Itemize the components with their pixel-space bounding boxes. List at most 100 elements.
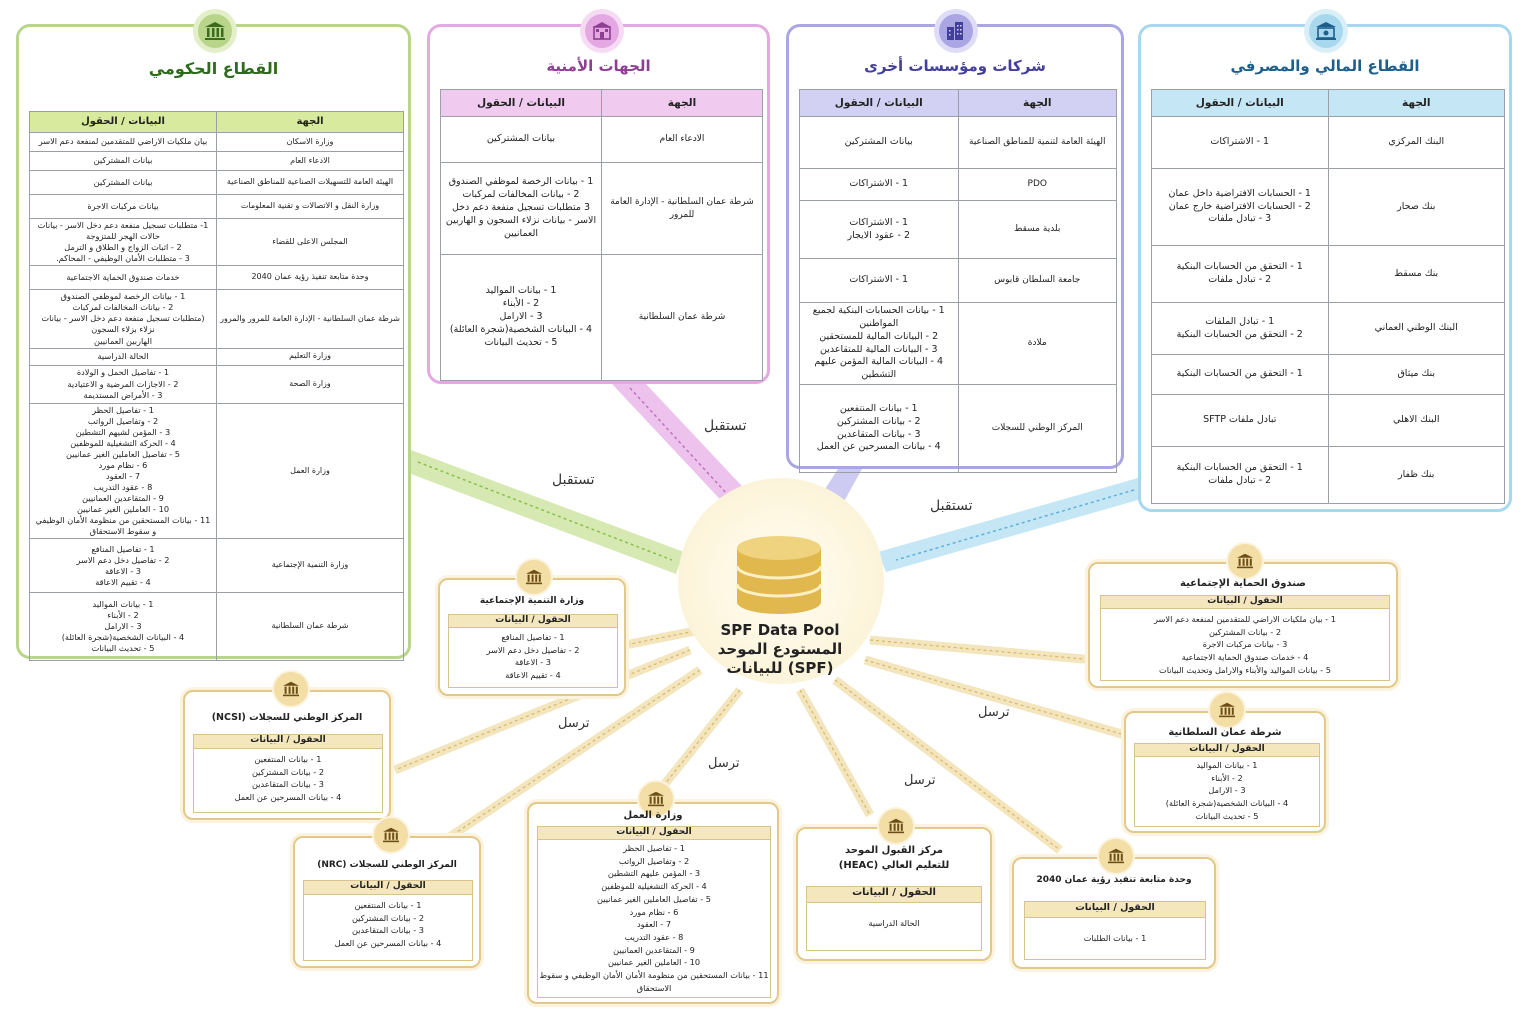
entity-cell: الادعاء العام [216, 151, 404, 171]
list-item: 4 - تقييم الاعاقة [505, 670, 561, 681]
entity-cell: جامعة السلطان قابوس [957, 258, 1117, 303]
entity-cell: ملادة [957, 302, 1117, 385]
card-title: شرطة عمان السلطانية [1168, 727, 1282, 738]
card-ministry-labour: وزارة العمل الحقول / البيانات 1 - تفاصيل… [527, 780, 779, 1004]
list-item: 3 - بيانات المتقاعدين [251, 779, 324, 790]
card-title: مركز القبول الموحد للتعليم العالي (HEAC) [838, 845, 950, 871]
card-nrc: المركز الوطني للسجلات (NRC) الحقول / الب… [293, 816, 481, 968]
card-header: الحقول / البيانات [1024, 901, 1206, 918]
card-header: الحقول / البيانات [537, 826, 771, 840]
list-item: 2 - بيانات المشتركين [351, 912, 425, 923]
entity-cell: وزارة النقل و الاتصالات و تقنية المعلوما… [216, 194, 404, 219]
data-cell: تبادل ملفات SFTP [1151, 394, 1329, 447]
data-cell: 1 - بيانات الرخصة لموظفي الصندوق 2 - بيا… [29, 289, 217, 349]
panel-title: الجهات الأمنية [546, 57, 651, 75]
entity-cell: بلدية مسقط [957, 200, 1117, 259]
table-row: شرطة عمان السلطانية - الإدارة العامة للم… [29, 289, 404, 349]
entity-cell: وزارة العمل [216, 402, 404, 540]
list-item: 2 - بيانات المشتركين [251, 766, 325, 777]
table-row: شرطة عمان السلطانية - الإدارة العامة للم… [440, 162, 763, 255]
center-title-en: SPF Data Pool [720, 621, 840, 639]
list-item: 10 - العاملين الغير عمانيين [607, 957, 701, 968]
card-heac: مركز القبول الموحد للتعليم العالي (HEAC)… [796, 807, 992, 961]
card-body: 1 - بيانات المنتفعين 2 - بيانات المشتركين… [303, 895, 473, 961]
card-ministry-social-development: وزارة التنمية الإجتماعية الحقول / البيان… [438, 558, 626, 696]
data-cell: بيان ملكيات الاراضي للمتقدمين لمنفعة دعم… [29, 132, 217, 152]
government-building-icon [193, 9, 237, 53]
card-ncsi: المركز الوطني للسجلات (NCSI) الحقول / ال… [183, 670, 391, 820]
data-cell: 1 - تفاصيل المنافع 2 - تفاصيل دخل دعم ال… [29, 538, 217, 594]
data-cell: 1 - التحقق من الحسابات البنكية 2 - تبادل… [1151, 446, 1329, 504]
data-cell: 1- متطلبات تسجيل منفعة دعم دخل الاسر - ب… [29, 217, 217, 267]
list-item: 4 - بيانات المسرحين عن العمل [334, 938, 442, 949]
list-item: الحالة الدراسية [868, 918, 920, 928]
list-item: 2 - الأبناء [1211, 772, 1243, 783]
entity-cell: وزارة الصحة [216, 364, 404, 404]
card-vision-2040: وحدة متابعة تنفيذ رؤية عمان 2040 الحقول … [1012, 837, 1216, 969]
entity-cell: البنك الوطني العماني [1327, 302, 1505, 355]
data-cell: 1 - تفاصيل الحظر 2 - وتفاصيل الرواتب 3 -… [29, 402, 217, 540]
card-body: 1 - بيان ملكيات الاراضي للمتقدمين لمنفعة… [1100, 609, 1390, 681]
list-item: 4 - خدمات صندوق الحماية الاجتماعية [1181, 652, 1309, 663]
card-title: المركز الوطني للسجلات (NRC) [317, 860, 457, 870]
entity-cell: المركز الوطني للسجلات [957, 384, 1117, 473]
building-icon [877, 807, 915, 845]
list-item: 1 - بيانات المنتفعين [354, 900, 422, 910]
building-icon [1097, 837, 1135, 875]
list-item: 3 - الاعاقة [514, 657, 551, 668]
list-item: 5 - تفاصيل العاملين الغير عمانيين [596, 893, 711, 904]
entity-cell: شرطة عمان السلطانية [216, 592, 404, 662]
data-cell: 1 - التحقق من الحسابات البنكية 2 - تبادل… [1151, 245, 1329, 303]
entity-cell: البنك المركزي [1327, 116, 1505, 169]
data-cell: 1 - تفاصيل الحمل و الولادة 2 - الاجازات … [29, 364, 217, 404]
list-item: 1 - بيانات المنتفعين [254, 754, 322, 764]
card-header: الحقول / البيانات [806, 886, 982, 903]
card-header: الحقول / البيانات [448, 614, 618, 628]
list-item: 3 - بيانات مركبات الاجرة [1202, 639, 1288, 650]
building-icon [1226, 542, 1264, 580]
entity-cell: شرطة عمان السلطانية [601, 254, 763, 381]
list-item: 1 - بيانات المواليد [1196, 760, 1258, 770]
entity-cell: وحدة متابعة تنفيذ رؤية عمان 2040 [216, 265, 404, 291]
entity-cell: شرطة عمان السلطانية - الإدارة العامة للم… [216, 289, 404, 349]
list-item: 1 - تفاصيل الحظر [623, 843, 685, 853]
card-title: وزارة التنمية الإجتماعية [479, 596, 585, 606]
list-item: 3 - الارامل [1208, 785, 1246, 796]
entity-cell: PDO [957, 168, 1117, 201]
office-buildings-icon [934, 9, 978, 53]
data-cell: 1 - الاشتراكات [799, 168, 959, 201]
card-body: 1 - بيانات الطلبات [1024, 918, 1206, 960]
col-data: البيانات / الحقول [799, 89, 959, 117]
list-item: 3 - بيانات المتقاعدين [351, 925, 424, 936]
list-item: 5 - بيانات المواليد والأبناء والارامل وت… [1159, 664, 1331, 675]
col-data: البيانات / الحقول [29, 111, 217, 133]
entity-cell: وزارة التعليم [216, 347, 404, 366]
col-entity: الجهة [601, 89, 763, 117]
list-item: 4 - البيانات الشخصية(شجرة العائلة) [1165, 798, 1289, 809]
send-label-2: ترسل [708, 756, 740, 771]
receive-label-gov: تستقبل [552, 472, 595, 488]
table-row: الهيئة العامة للتسهيلات الصناعية للمناطق… [29, 170, 404, 195]
data-cell: 1 - بيانات المنتفعين 2 - بيانات المشتركي… [799, 384, 959, 473]
card-header: الحقول / البيانات [303, 880, 473, 895]
